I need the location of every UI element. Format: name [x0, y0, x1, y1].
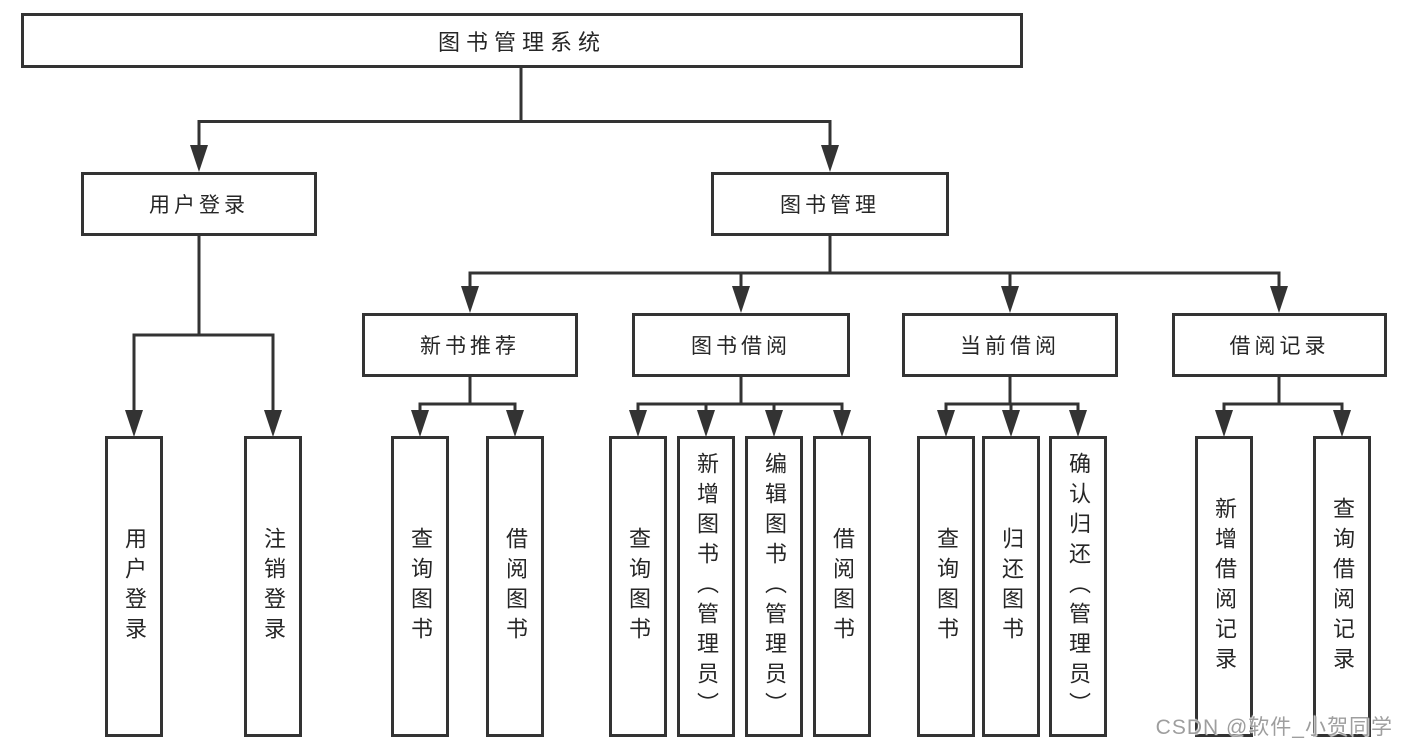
node-label: 图书管理系统: [437, 29, 606, 55]
node-leaf-query-borrow-record: 查询借阅记录: [1313, 436, 1371, 737]
node-library-management-system: 图书管理系统: [21, 13, 1023, 68]
node-label: 归还图书: [999, 526, 1024, 647]
node-label: 查询借阅记录: [1330, 496, 1355, 677]
node-label: 图书借阅: [691, 335, 791, 358]
node-leaf-query-books-recommend: 查询图书: [391, 436, 449, 737]
node-leaf-edit-books-admin: 编辑图书（管理员）: [745, 436, 803, 737]
node-book-borrowing: 图书借阅: [632, 313, 850, 377]
node-label: 查询图书: [626, 526, 651, 647]
node-label: 借阅记录: [1229, 335, 1330, 358]
node-leaf-user-login: 用户登录: [105, 436, 163, 737]
node-leaf-borrow-books-recommend: 借阅图书: [486, 436, 544, 737]
node-leaf-query-books-current: 查询图书: [917, 436, 975, 737]
node-label: 新增图书（管理员）: [694, 451, 719, 722]
node-label: 用户登录: [149, 194, 249, 217]
node-label: 用户登录: [122, 526, 147, 647]
node-leaf-logout: 注销登录: [244, 436, 302, 737]
node-leaf-borrow-books: 借阅图书: [813, 436, 871, 737]
csdn-watermark: CSDN @软件_小贺同学: [1155, 716, 1393, 739]
node-label: 当前借阅: [960, 335, 1060, 358]
node-label: 注销登录: [261, 526, 286, 647]
node-label: 借阅图书: [503, 526, 528, 647]
node-label: 新书推荐: [420, 335, 520, 358]
node-label: 图书管理: [780, 194, 880, 217]
arrowheads: [125, 145, 1351, 437]
node-label: 编辑图书（管理员）: [762, 451, 787, 722]
node-leaf-add-borrow-record: 新增借阅记录: [1195, 436, 1253, 737]
node-label: 确认归还（管理员）: [1066, 451, 1091, 722]
node-label: 查询图书: [408, 526, 433, 647]
node-user-login: 用户登录: [81, 172, 317, 236]
node-leaf-return-books: 归还图书: [982, 436, 1040, 737]
node-label: 查询图书: [934, 526, 959, 647]
node-label: 新增借阅记录: [1212, 496, 1237, 677]
node-borrowing-records: 借阅记录: [1172, 313, 1387, 377]
node-leaf-confirm-return-admin: 确认归还（管理员）: [1049, 436, 1107, 737]
node-new-book-recommend: 新书推荐: [362, 313, 578, 377]
node-leaf-add-books-admin: 新增图书（管理员）: [677, 436, 735, 737]
node-book-management: 图书管理: [711, 172, 949, 236]
node-current-borrowing: 当前借阅: [902, 313, 1118, 377]
node-label: 借阅图书: [830, 526, 855, 647]
node-leaf-query-books-borrow: 查询图书: [609, 436, 667, 737]
